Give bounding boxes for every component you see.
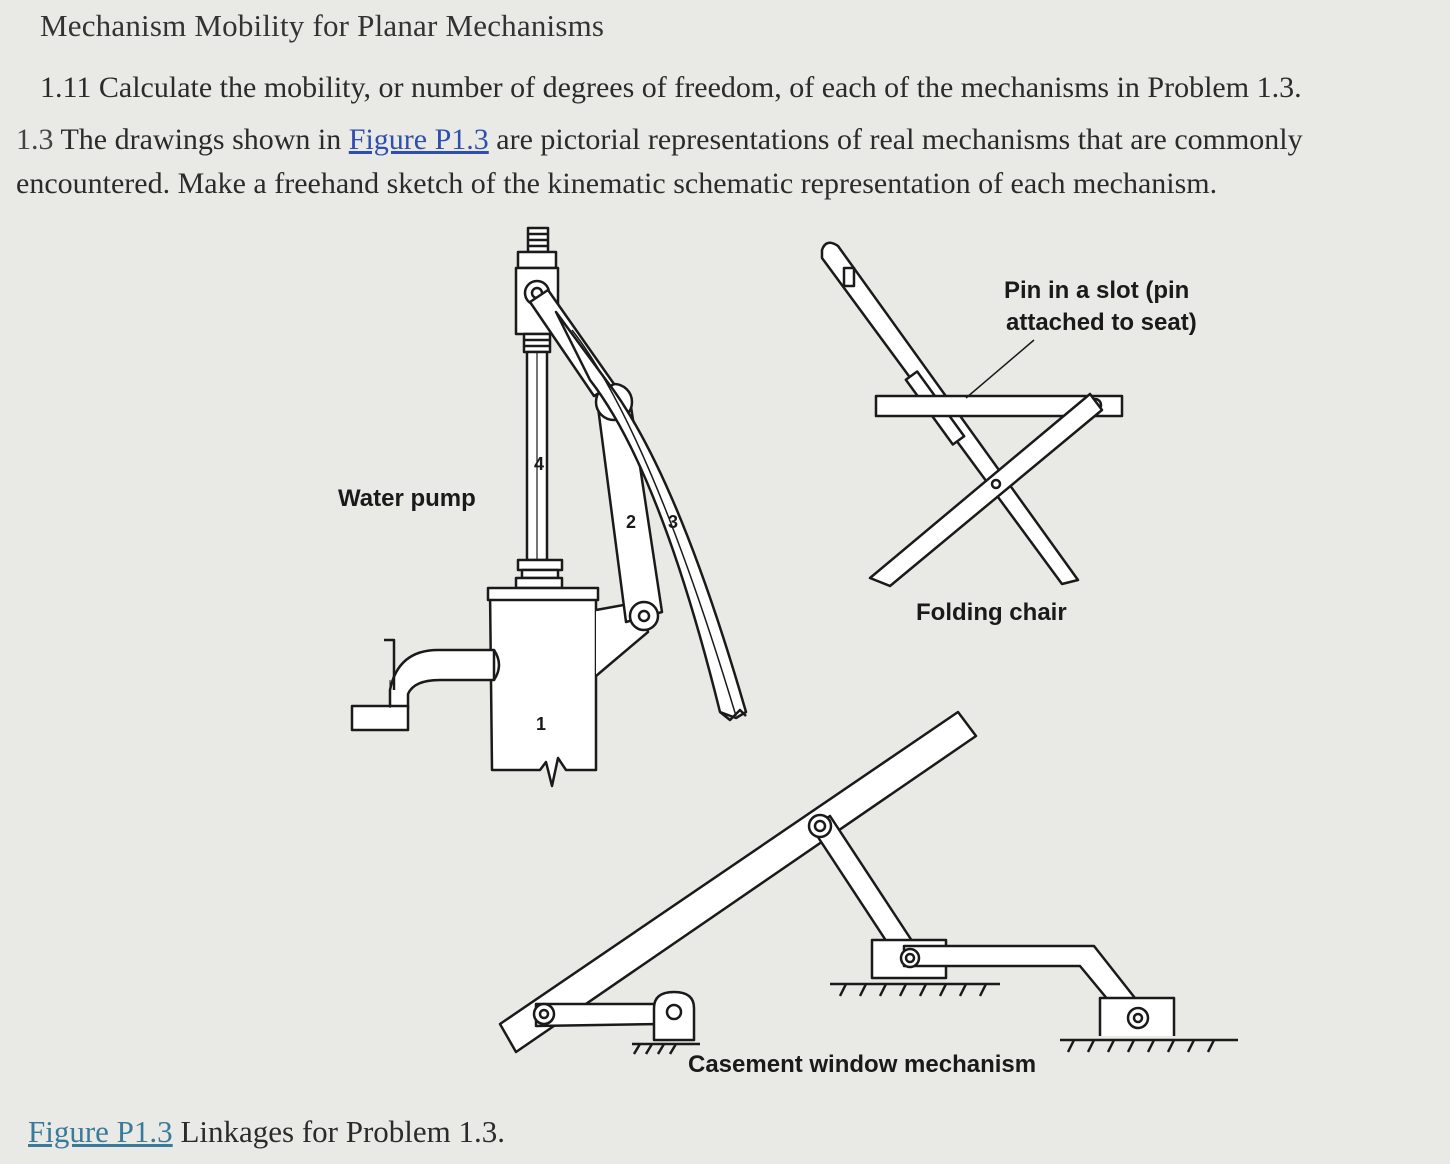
- pin-slot-label-line2: attached to seat): [1006, 309, 1197, 336]
- water-pump-label: Water pump: [338, 485, 476, 512]
- link-number-3: 3: [668, 512, 678, 532]
- caption-figure-link[interactable]: Figure P1.3: [28, 1114, 173, 1149]
- caption-text: Linkages for Problem 1.3.: [180, 1114, 506, 1149]
- folding-chair-drawing: [820, 241, 1124, 588]
- casement-label: Casement window mechanism: [688, 1051, 1036, 1078]
- casement-window-drawing: [498, 710, 1238, 1055]
- link-number-2: 2: [626, 512, 636, 532]
- problem-1-11: 1.11 Calculate the mobility, or number o…: [40, 66, 1440, 110]
- figure-link[interactable]: Figure P1.3: [348, 123, 489, 156]
- pin-slot-label-line1: Pin in a slot (pin: [1004, 277, 1189, 304]
- figure-caption: Figure P1.3 Linkages for Problem 1.3.: [28, 1114, 505, 1150]
- problem-number: 1.11: [40, 71, 92, 104]
- link-number-4: 4: [534, 454, 544, 474]
- problem-number: 1.3: [16, 123, 54, 156]
- section-heading: Mechanism Mobility for Planar Mechanisms: [40, 8, 605, 43]
- problem-1-3: 1.3 The drawings shown in Figure P1.3 ar…: [16, 118, 1441, 206]
- folding-chair-label: Folding chair: [916, 599, 1067, 626]
- link-number-1: 1: [536, 714, 546, 734]
- problem-text-after: are pictorial representations of real me…: [16, 123, 1303, 200]
- problem-text: Calculate the mobility, or number of deg…: [98, 71, 1302, 104]
- water-pump-drawing: [350, 226, 748, 788]
- problem-text-before: The drawings shown in: [60, 123, 342, 156]
